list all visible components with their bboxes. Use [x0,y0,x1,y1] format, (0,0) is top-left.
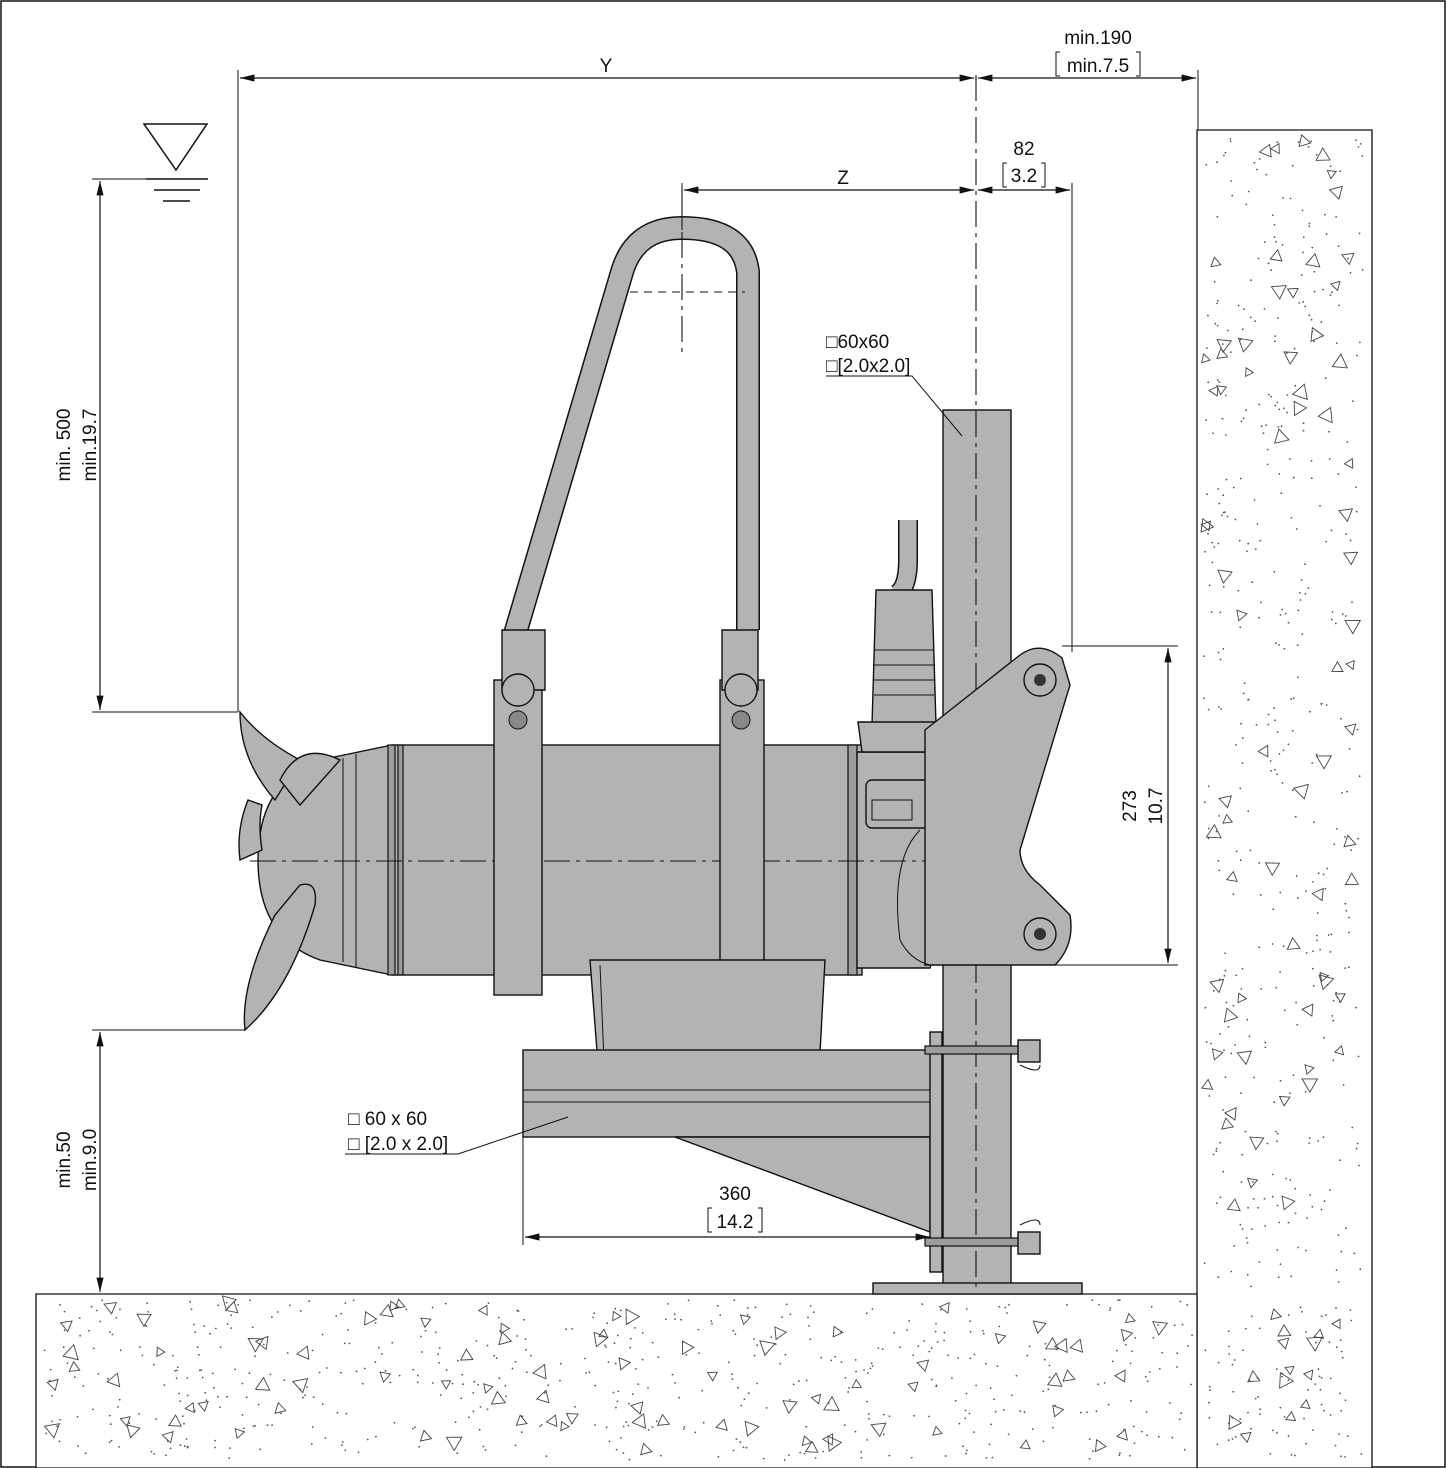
bracket-plate [897,647,1072,966]
dimension-top-clearance: min.190 min.7.5 [978,28,1196,82]
water-depth-mm: min. 500 [54,409,75,482]
bracket-height-in: 10.7 [1146,788,1167,825]
concrete-floor [35,1293,1363,1468]
dimension-z-label: Z [837,168,849,189]
beam-profile-callout: □ 60 x 60 □ [2.0 x 2.0] [345,1109,569,1155]
dimension-y: Y [240,56,974,82]
dimension-z: Z [684,168,974,194]
lifting-handle [503,190,760,638]
top-clearance-mm: min.190 [1064,28,1132,49]
motor-clamps [493,629,765,996]
bracket-length-in: 14.2 [717,1212,754,1233]
dimension-offset: 82 3.2 [978,139,1070,194]
mixer-motor [250,520,995,976]
mast-profile-in: □[2.0x2.0] [826,356,910,377]
mast-profile-mm: □60x60 [826,332,889,353]
water-depth-in: min.19.7 [80,409,101,482]
floor-clearance-in: min.9.0 [80,1129,101,1191]
offset-mm: 82 [1013,139,1034,160]
dimension-y-label: Y [600,56,613,77]
beam-profile-mm: □ 60 x 60 [348,1109,427,1130]
top-clearance-in: min.7.5 [1067,56,1129,77]
water-level-icon [142,123,209,202]
bracket-length-mm: 360 [719,1184,751,1205]
beam-profile-in: □ [2.0 x 2.0] [348,1134,448,1155]
floor-clearance-mm: min.50 [54,1131,75,1188]
offset-in: 3.2 [1011,166,1037,187]
dimension-floor-clearance: min.50 min.9.0 [54,1029,245,1292]
concrete-wall [1196,129,1373,1468]
mast-profile-callout: □60x60 □[2.0x2.0] [826,332,963,437]
propeller [238,709,342,1032]
bracket-height-mm: 273 [1120,790,1141,822]
horizontal-beam [522,1031,1041,1273]
dimension-bracket-length: 360 14.2 [522,1137,930,1245]
dimension-water-depth: min. 500 min.19.7 [54,178,238,713]
dimension-bracket-height: 273 10.7 [1045,645,1178,966]
